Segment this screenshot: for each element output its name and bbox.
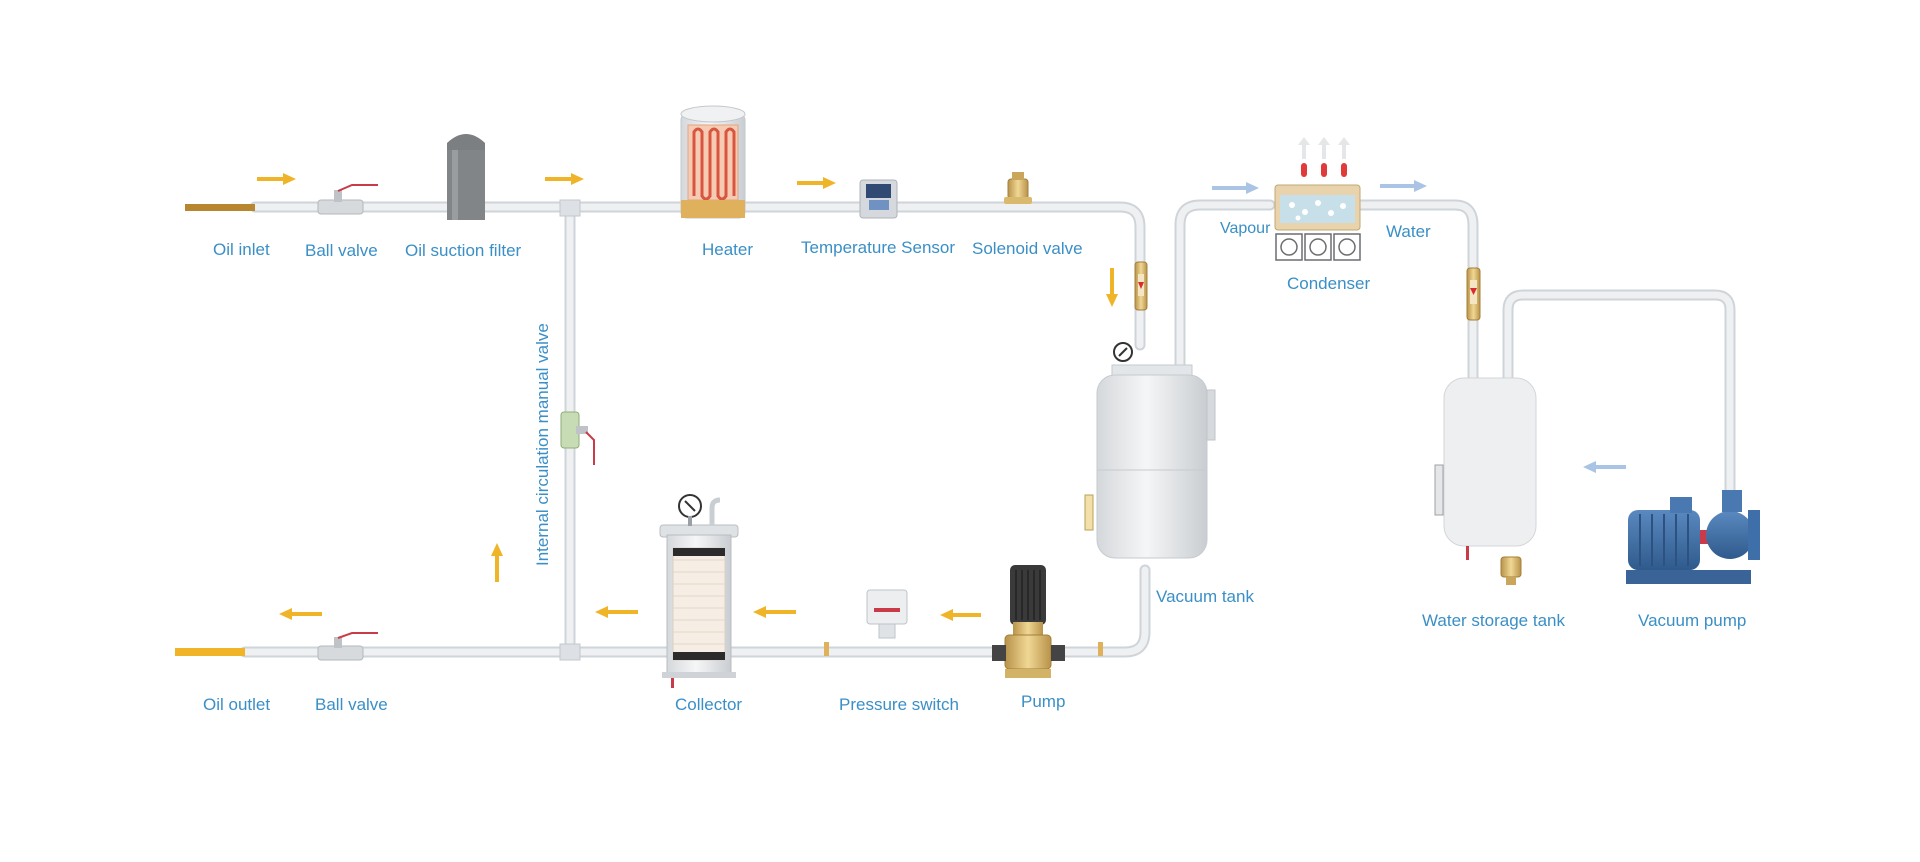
oil-inlet-label: Oil inlet (213, 240, 270, 259)
arrow-icon (1338, 137, 1350, 177)
valve-handle-icon[interactable] (337, 184, 378, 192)
arrow-icon (257, 173, 296, 185)
vacuum-tank-label: Vacuum tank (1156, 587, 1254, 606)
heater-label: Heater (702, 240, 754, 259)
oil-flow-arrows (257, 173, 1118, 621)
air-flow-arrows (1212, 180, 1626, 473)
arrow-icon (1298, 137, 1310, 177)
pump-label: Pump (1021, 692, 1066, 711)
temperature-sensor[interactable] (859, 179, 898, 219)
pressure-gauge-icon (678, 494, 702, 526)
heater[interactable] (680, 105, 746, 219)
valve-handle-icon[interactable] (337, 632, 378, 639)
collector-mesh (673, 559, 725, 645)
oil-suction-filter-label: Oil suction filter (405, 241, 522, 260)
ball-valve-top-label: Ball valve (305, 241, 378, 260)
ball-valve-bottom-label: Ball valve (315, 695, 388, 714)
vacuum-pump-label: Vacuum pump (1638, 611, 1747, 630)
valve-handle-icon[interactable] (585, 431, 595, 465)
oil-outlet-label: Oil outlet (203, 695, 271, 714)
sight-glass-vacuum-inlet (1134, 261, 1148, 311)
arrow-icon (491, 543, 503, 582)
temperature-sensor-label: Temperature Sensor (801, 238, 956, 257)
water-storage-tank[interactable] (1434, 377, 1537, 585)
vacuum-pump[interactable] (1626, 490, 1760, 584)
collector[interactable] (659, 494, 739, 688)
arrow-icon (279, 608, 322, 620)
ball-valve-bottom[interactable] (310, 632, 380, 662)
arrow-icon (753, 606, 796, 618)
solenoid-valve[interactable] (1004, 172, 1032, 204)
arrow-icon (1583, 461, 1626, 473)
arrow-icon (595, 606, 638, 618)
water-storage-tank-label: Water storage tank (1422, 611, 1565, 630)
vacuum-tank[interactable] (1084, 342, 1216, 559)
top-tee-fitting (559, 199, 581, 217)
heater-coil (692, 127, 736, 201)
pump[interactable] (992, 565, 1065, 678)
vacuum-line-pipe (1502, 289, 1736, 506)
arrow-icon (1318, 137, 1330, 177)
condenser-label: Condenser (1287, 274, 1371, 293)
solenoid-valve-label: Solenoid valve (972, 239, 1083, 258)
arrow-icon (1106, 268, 1118, 307)
coupling-right (1098, 642, 1103, 656)
water-label: Water (1386, 222, 1431, 241)
arrow-icon (1212, 182, 1259, 194)
top-oil-pipe (249, 201, 1146, 351)
arrow-icon (1380, 180, 1427, 192)
oil-suction-filter[interactable] (447, 134, 485, 220)
condenser-fans (1275, 233, 1361, 261)
arrow-icon (545, 173, 584, 185)
ball-valve-top[interactable] (317, 184, 378, 215)
sight-glass-water-line (1466, 267, 1481, 321)
pressure-switch-label: Pressure switch (839, 695, 959, 714)
pipes (239, 199, 1736, 658)
internal-circulation-valve[interactable] (560, 411, 595, 465)
internal-circulation-valve-label: Internal circulation manual valve (533, 323, 552, 566)
pressure-gauge-icon (1113, 342, 1133, 362)
vent-valve[interactable] (709, 497, 721, 525)
oil-inlet-pipe (185, 204, 255, 211)
collector-label: Collector (675, 695, 743, 714)
vapour-label: Vapour (1220, 220, 1271, 237)
heat-arrows (1298, 137, 1350, 177)
oil-outlet-pipe (175, 648, 245, 656)
condenser[interactable] (1274, 184, 1361, 261)
arrow-icon (797, 177, 836, 189)
arrow-icon (940, 609, 981, 621)
pressure-switch[interactable] (866, 589, 908, 639)
bottom-tee-fitting (559, 643, 581, 661)
drain-valve[interactable] (1500, 556, 1522, 585)
coupling-left (824, 642, 829, 656)
condenser-droplets (1289, 200, 1346, 221)
